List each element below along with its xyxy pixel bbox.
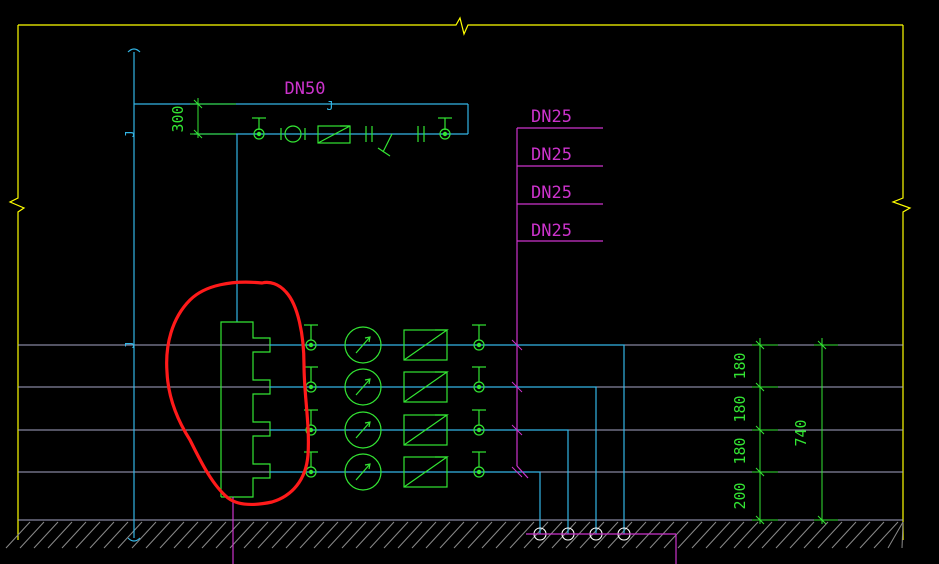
check-valve-icon: [317, 125, 351, 144]
branch-label: DN25: [531, 221, 572, 241]
manifold: [220, 321, 271, 498]
floor-height-dim: 200: [731, 482, 749, 509]
test-tap-icon: [377, 133, 393, 157]
floor-height-dim: 180: [731, 395, 749, 422]
riser-label-lower: J: [123, 341, 137, 348]
supply-riser: [127, 48, 469, 542]
check-valve-icon: [403, 414, 448, 446]
markup-circle: [165, 280, 310, 507]
offset-dimension: [190, 98, 236, 139]
check-valve-icon: [403, 456, 448, 488]
floor-dimensions: [752, 338, 838, 525]
branch-label: DN25: [531, 183, 572, 203]
floor-height-dim: 180: [731, 437, 749, 464]
ground-hatch: [5, 519, 904, 549]
check-valve-icon: [403, 371, 448, 403]
floor-equipment: [304, 324, 486, 491]
water-meter-icon: [344, 411, 382, 449]
main-pipe-system: J: [326, 99, 333, 113]
gate-valve-icon: [473, 466, 485, 478]
gate-valve-icon: [473, 381, 485, 393]
floor-lines: [18, 344, 903, 473]
water-meter-icon: [344, 368, 382, 406]
total-height-dim: 740: [792, 419, 810, 446]
floor-height-dim: 180: [731, 352, 749, 379]
water-meter-icon: [344, 453, 382, 491]
riser-label-upper: J: [123, 130, 137, 137]
branch-ticks: [511, 339, 523, 478]
branch-pipes: [270, 344, 625, 534]
check-valve-icon: [403, 329, 448, 361]
flexible-joint-icon: [365, 126, 373, 142]
union-icon: [417, 126, 425, 142]
gate-valve-icon: [473, 339, 485, 351]
water-meter-icon: [344, 326, 382, 364]
gate-valve-icon: [473, 424, 485, 436]
drawing-frame: [8, 16, 912, 540]
gate-valve-icon: [252, 117, 266, 140]
gate-valve-icon: [305, 339, 317, 351]
offset-dimension-text: 300: [169, 105, 187, 132]
water-meter-icon: [280, 125, 306, 143]
magenta-branch: [232, 127, 677, 564]
gate-valve-icon: [438, 117, 452, 140]
branch-label: DN25: [531, 145, 572, 165]
branch-label: DN25: [531, 107, 572, 127]
gate-valve-icon: [305, 424, 317, 436]
main-valve-set: [252, 117, 452, 157]
main-pipe-size: DN50: [285, 79, 326, 99]
